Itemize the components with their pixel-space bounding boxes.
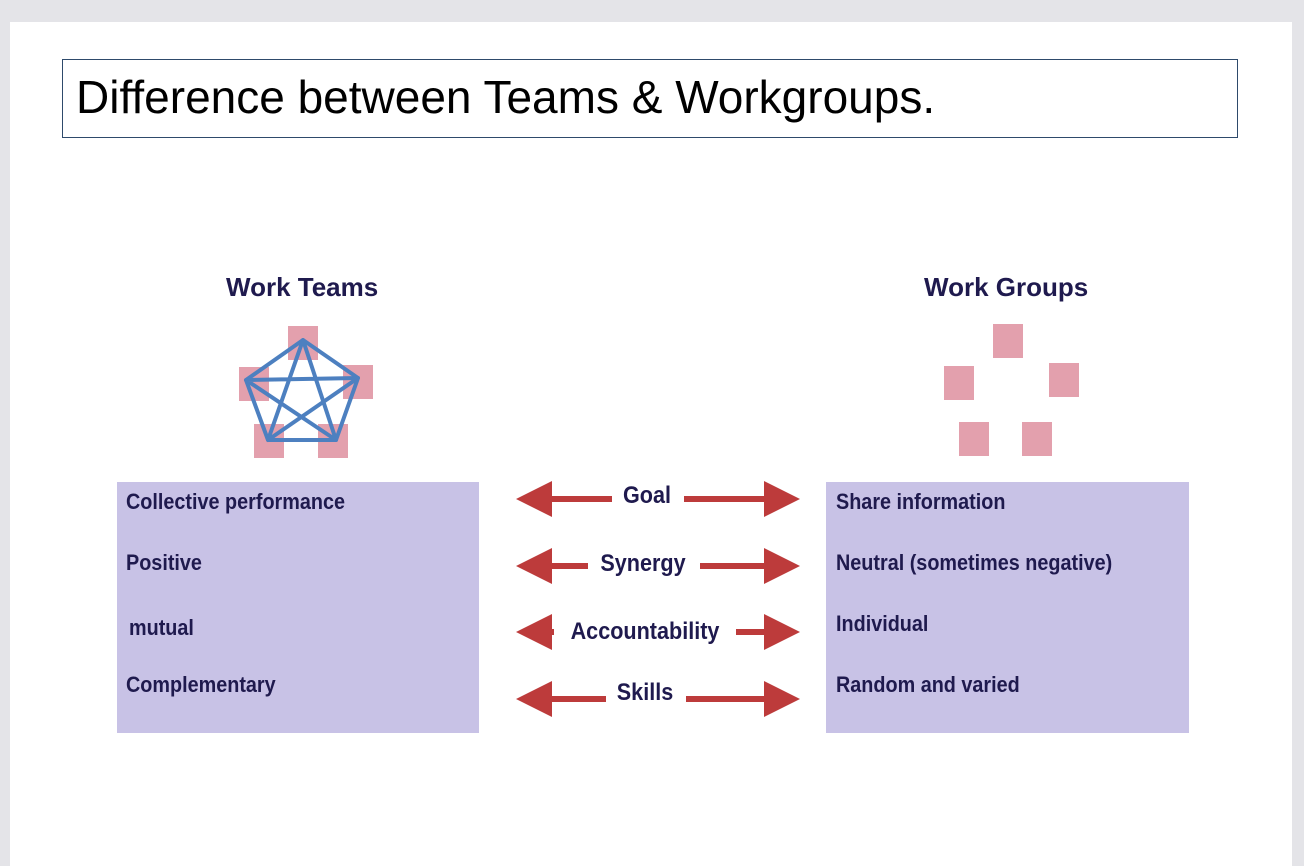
- group-member-square: [959, 422, 989, 456]
- slide-title: Difference between Teams & Workgroups.: [76, 71, 936, 123]
- team-goal-value: Collective performance: [126, 489, 345, 514]
- group-member-square: [1022, 422, 1052, 456]
- team-accountability-value: mutual: [129, 615, 194, 640]
- title-box: Difference between Teams & Workgroups.: [62, 59, 1238, 138]
- team-pentagon: [244, 338, 360, 442]
- team-connections: [244, 338, 360, 442]
- group-member-square: [1049, 363, 1079, 397]
- dimension-goal: Goal: [622, 482, 672, 509]
- group-goal-value: Share information: [836, 489, 1006, 514]
- team-skills-value: Complementary: [126, 672, 276, 697]
- group-synergy-value: Neutral (sometimes negative): [836, 550, 1113, 575]
- dimension-skills: Skills: [616, 679, 674, 706]
- team-synergy-value: Positive: [126, 550, 202, 575]
- group-member-square: [944, 366, 974, 400]
- group-accountability-value: Individual: [836, 611, 929, 636]
- work-teams-heading: Work Teams: [226, 272, 379, 302]
- group-member-square: [993, 324, 1023, 358]
- comparison-arrows: [516, 481, 800, 717]
- work-teams-box: Collective performance Positive mutual C…: [117, 482, 479, 733]
- slide: Difference between Teams & Workgroups. W…: [10, 22, 1292, 866]
- group-skills-value: Random and varied: [836, 672, 1020, 697]
- dimension-accountability: Accountability: [570, 618, 720, 645]
- work-groups-heading: Work Groups: [924, 272, 1089, 302]
- work-groups-box: Share information Neutral (sometimes neg…: [826, 482, 1189, 733]
- team-star: [244, 338, 360, 442]
- dimension-synergy: Synergy: [600, 550, 686, 577]
